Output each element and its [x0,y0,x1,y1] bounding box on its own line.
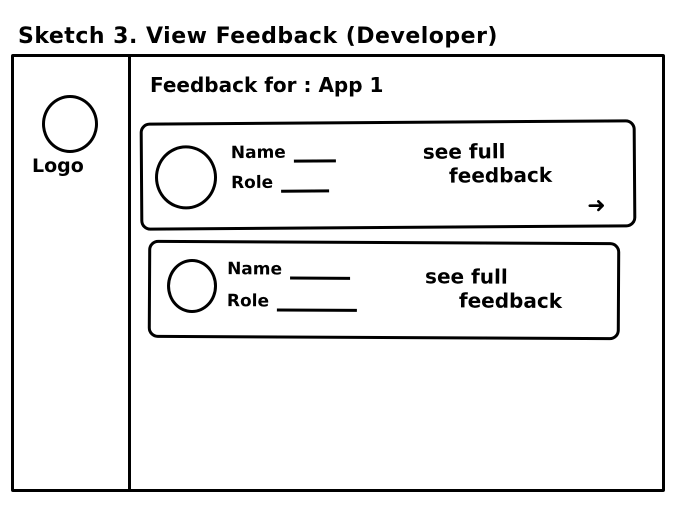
logo-label: Logo [32,155,84,177]
role-field: Role [230,172,330,194]
name-label: Name [227,259,283,280]
role-label: Role [230,172,274,194]
see-full-line: see full [422,139,506,164]
sketch-title: Sketch 3. View Feedback (Developer) [18,24,498,49]
see-full-feedback-link[interactable]: see full feedback [425,264,562,313]
feedback-card[interactable]: Name Role see full feedback ➜ [139,119,637,231]
role-field: Role [226,291,358,312]
role-value-blank [281,177,330,193]
feedback-line: feedback [448,162,553,188]
avatar [154,145,218,210]
see-full-line: see full [425,264,508,289]
sidebar: Logo [14,57,131,489]
name-label: Name [230,142,286,164]
name-value-blank [293,147,336,163]
role-label: Role [226,291,270,312]
name-value-blank [290,264,351,280]
feedback-line: feedback [458,288,563,313]
avatar [166,258,218,314]
role-value-blank [277,296,358,312]
feedback-card[interactable]: Name Role see full feedback [147,239,621,341]
logo-icon[interactable] [42,95,98,153]
page-title: Feedback for : App 1 [150,73,384,97]
name-field: Name [231,142,336,163]
see-full-feedback-link[interactable]: see full feedback [423,139,552,188]
app-frame: Logo Feedback for : App 1 Name Role see … [11,54,665,492]
name-field: Name [227,259,351,280]
arrow-right-icon[interactable]: ➜ [587,193,606,219]
